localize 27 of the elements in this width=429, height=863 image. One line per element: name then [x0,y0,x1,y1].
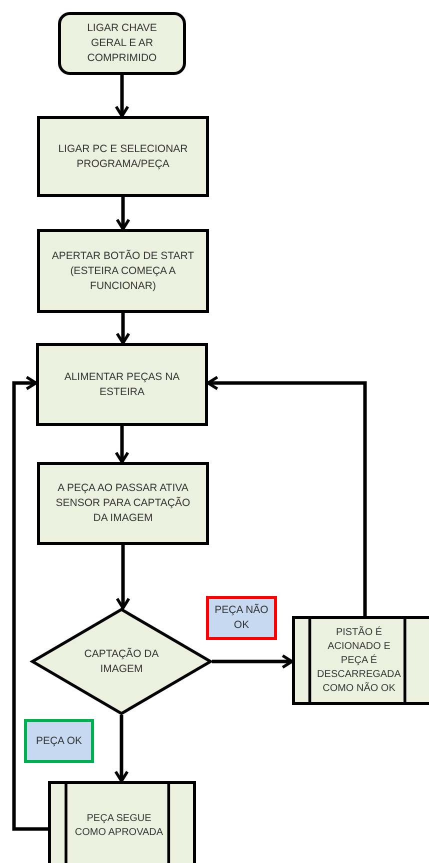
arrow [114,715,129,782]
arrow [116,197,130,230]
arrow [114,426,130,464]
arrow [212,654,294,669]
process-box [36,343,208,426]
node-label: PISTÃO É ACIONADO E PEÇA É DESCARREGADA COMO NÃO OK [316,626,402,696]
node-label: ALIMENTAR PEÇAS NA ESTEIRA [63,370,181,400]
subprocess-box [48,781,196,863]
status-note: PEÇA NÃO OK [206,596,277,640]
process-box [37,229,209,313]
node-label: CAPTAÇÃO DA IMAGEM [83,646,160,676]
status-note: PEÇA OK [24,719,94,763]
node-label: APERTAR BOTÃO DE START (ESTEIRA COMEÇA A FUNCIONAR) [50,248,196,294]
node-label: LIGAR CHAVE GERAL E AR COMPRIMIDO [86,21,158,66]
subprocess-box [292,616,429,705]
node-label: PEÇA SEGUE COMO APROVADA [74,812,164,840]
arrow [114,75,130,118]
node-label: A PEÇA AO PASSAR ATIVA SENSOR PARA CAPTAÇÃO DA IMAGEM [54,481,192,526]
node-label: LIGAR PC E SELECIONAR PROGRAMA/PEÇA [57,142,189,172]
arrow [206,376,367,616]
decision-diamond [31,608,212,715]
arrow [116,545,130,610]
arrow [116,313,130,344]
process-box [37,462,209,545]
process-box [37,116,209,197]
start-box [58,12,186,75]
arrow [12,376,48,831]
